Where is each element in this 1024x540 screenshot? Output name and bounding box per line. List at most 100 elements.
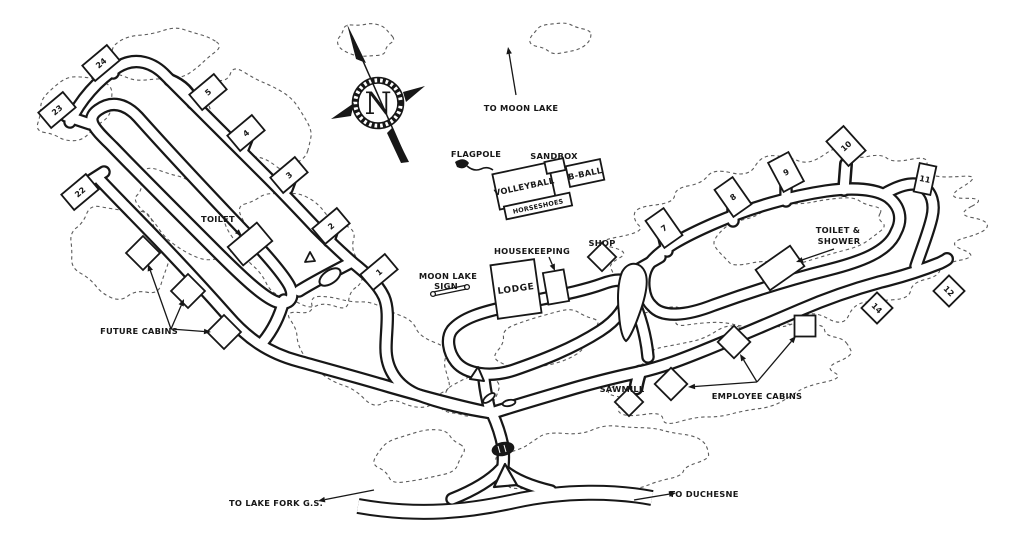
cabin-3-label: 3	[284, 170, 294, 180]
road-surface	[447, 464, 506, 504]
road-outline	[637, 182, 907, 321]
housekeeping-building-shape	[541, 268, 571, 306]
cattle-guard-bars	[497, 444, 507, 454]
compass-rope-ring	[352, 77, 404, 129]
future-cabin-shape	[124, 234, 162, 272]
vegetation-blob	[495, 425, 710, 496]
cabin-2-label: 2	[326, 221, 336, 231]
future-cabins-arrow	[170, 305, 182, 330]
shop-label: SHOP	[588, 238, 615, 248]
toilet-shower-building-shape	[754, 244, 806, 292]
compass-west-point	[331, 103, 354, 119]
cabin-2-shape	[311, 206, 351, 246]
compass-needle-head	[347, 24, 366, 63]
toilet-label: TOILET	[201, 214, 235, 224]
cabin-14-shape	[860, 291, 894, 325]
b-ball-building-shape	[564, 158, 606, 188]
future-cabin-shape-shape	[124, 234, 162, 272]
to-duchesne-arrow	[633, 493, 670, 501]
toilet-shower-label: TOILET &	[816, 225, 861, 235]
future-cabins-arrow-head	[147, 264, 153, 272]
b-ball-building: B-BALL	[564, 158, 606, 188]
toilet-building-shape	[226, 221, 274, 267]
vegetation-blob	[713, 197, 885, 267]
employee-cabins-arrow-head	[740, 354, 746, 362]
to-moon-lake-arrow	[508, 53, 517, 96]
cabin-24: 24	[81, 43, 121, 83]
cabin-4: 4	[226, 113, 266, 153]
label-layer: SANDBOXSHOPSAWMILLTOILETHOUSEKEEPINGTOIL…	[100, 47, 861, 508]
junction-island	[501, 398, 517, 408]
to-duchesne-label: TO DUCHESNE	[669, 489, 738, 499]
sawmill-building	[613, 386, 645, 418]
shop-building-shape	[586, 241, 618, 273]
to-duchesne-arrow-head	[668, 491, 676, 497]
moon-lake-sign-icon	[432, 285, 468, 296]
cabin-4-label: 4	[241, 128, 251, 139]
cabin-7: 7	[644, 206, 684, 250]
moon-lake-sign-post	[463, 283, 471, 291]
to-moon-lake-label: TO MOON LAKE	[484, 103, 559, 113]
lodge-building-shape	[489, 258, 543, 320]
cabin-14: 14	[860, 291, 894, 325]
shop-building	[586, 241, 618, 273]
vegetation-blob	[601, 147, 988, 328]
cabin-24-shape	[81, 43, 121, 83]
road-surface	[631, 367, 645, 393]
employee-cabins-arrow-head	[789, 336, 796, 344]
sandbox-building-shape	[543, 157, 567, 175]
cabin-7-label: 7	[659, 223, 669, 234]
toilet-shower-label: SHOWER	[818, 236, 861, 246]
lodge-building: LODGE	[489, 258, 543, 320]
employee-cabins-arrow	[756, 340, 792, 383]
vegetation-blob	[337, 23, 395, 57]
road-surface	[356, 486, 654, 518]
cabin-7-shape	[644, 206, 684, 250]
cabin-3: 3	[269, 155, 309, 195]
employee-cabin-shape-shape	[793, 314, 817, 338]
future-cabins-arrow	[149, 270, 172, 330]
compass-east-point	[403, 86, 425, 102]
cabin-8-shape	[713, 175, 753, 219]
road-surface	[839, 159, 851, 195]
to-lake-fork-arrow-head	[318, 496, 326, 503]
pond-island	[318, 267, 342, 287]
north-letter: N	[364, 86, 391, 122]
junction-island	[304, 251, 316, 263]
flagpole-label: FLAGPOLE	[451, 149, 501, 159]
future-cabin-shape-shape	[205, 313, 243, 351]
cabin-11-label: 11	[919, 174, 932, 185]
road-surface	[87, 99, 297, 308]
toilet-shower-building	[754, 244, 806, 292]
vegetation-blob	[287, 295, 450, 408]
future-cabins-arrow-head	[178, 299, 184, 307]
moon-lake-sign-label: SIGN	[434, 281, 458, 291]
housekeeping-building	[541, 268, 571, 306]
cabin-12: 12	[932, 274, 966, 308]
cabin-22: 22	[60, 172, 100, 212]
moon-lake-sign-label: MOON LAKE	[419, 271, 477, 281]
moon-lake-sign-post	[429, 290, 437, 298]
junction-island	[469, 366, 485, 382]
housekeeping-arrow	[548, 256, 553, 265]
road-surface	[165, 75, 198, 108]
cabin-1-label: 1	[374, 267, 384, 278]
road-island-layer	[304, 251, 648, 489]
employee-cabins-arrow	[743, 359, 758, 383]
entrance-triangle-island	[492, 462, 519, 489]
toilet-shower-arrow	[802, 248, 835, 261]
cabin-5-shape	[188, 72, 228, 112]
flagpole-icon	[455, 159, 469, 169]
cabin-11: 11	[912, 161, 938, 197]
sawmill-label: SAWMILL	[600, 384, 645, 394]
cabin-8-label: 8	[728, 192, 738, 203]
cattle-guard	[491, 441, 515, 457]
cabin-8: 8	[713, 175, 753, 219]
cabin-2: 2	[311, 206, 351, 246]
cabin-9: 9	[766, 150, 806, 194]
road-surface	[258, 295, 289, 347]
vegetation-blob	[373, 429, 465, 483]
teardrop-island	[617, 262, 648, 343]
sawmill-building-shape	[613, 386, 645, 418]
